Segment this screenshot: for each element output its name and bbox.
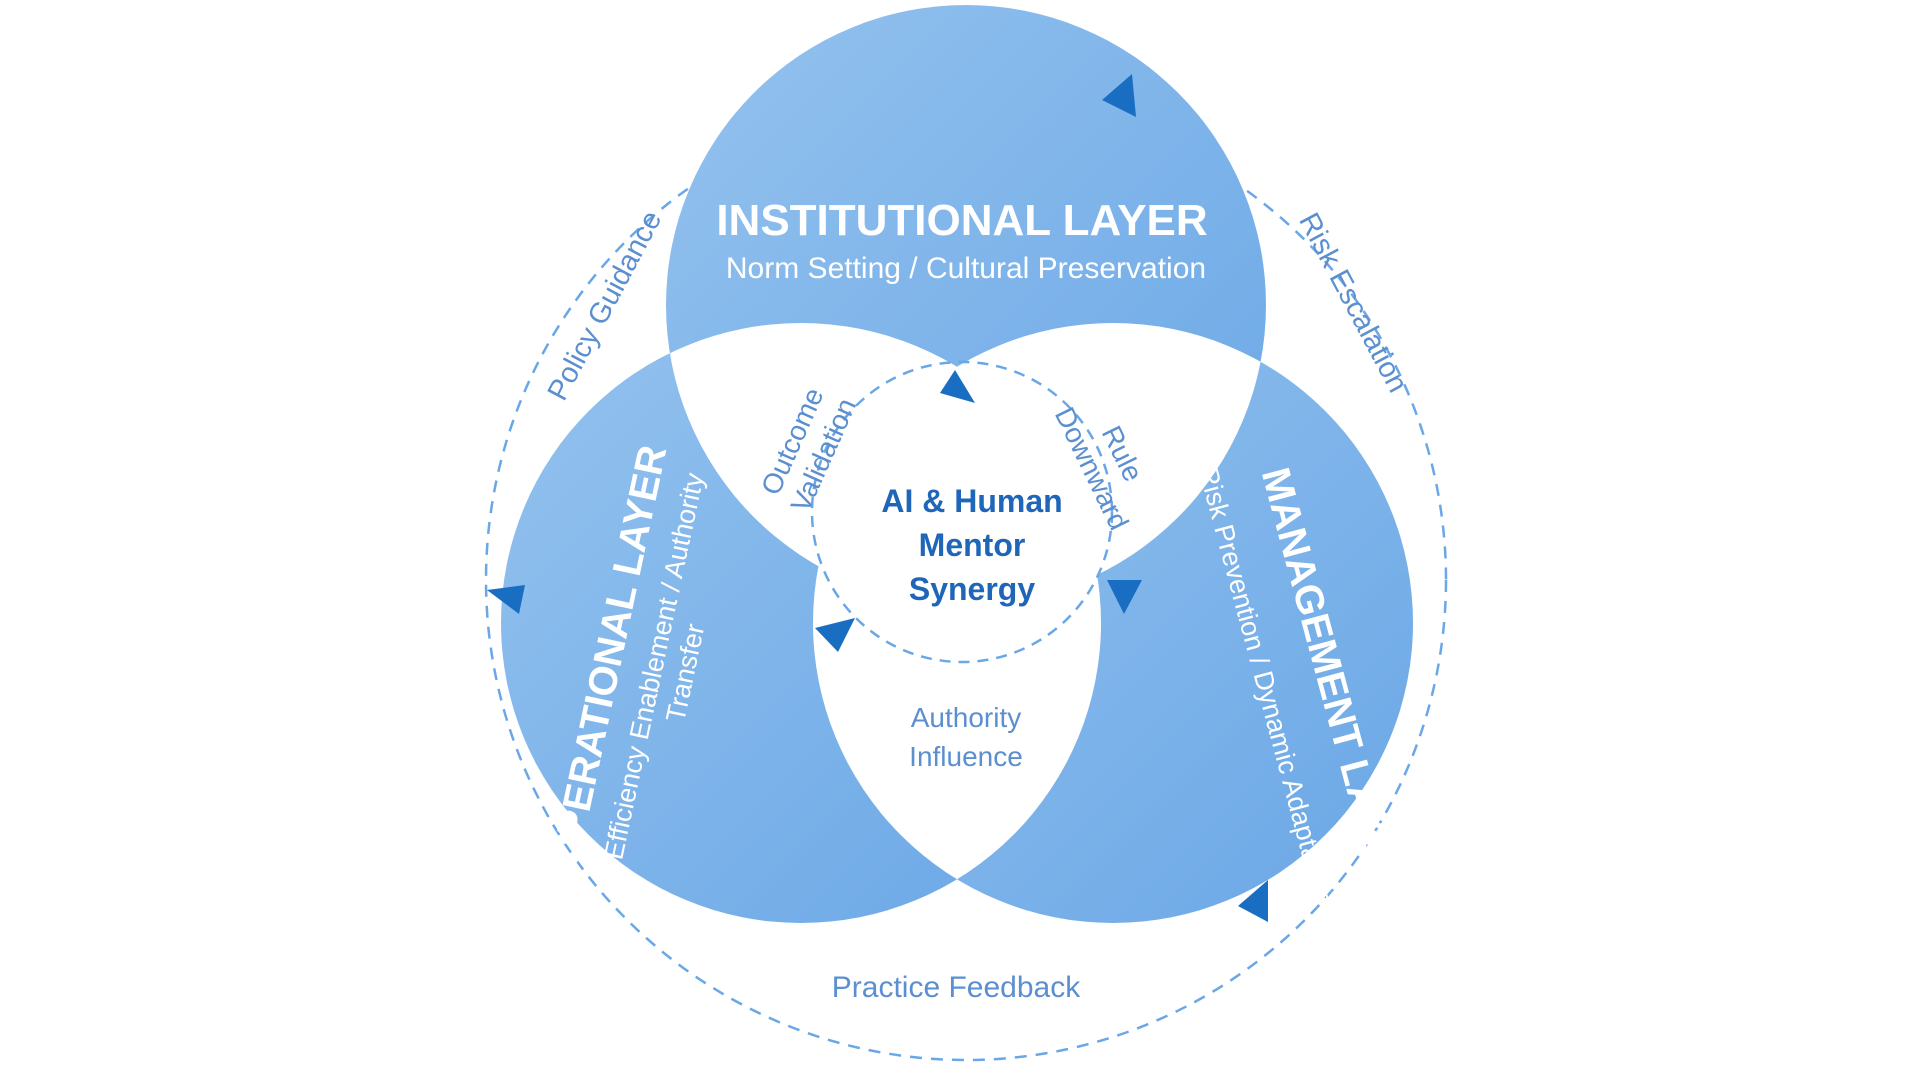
inner-arrow-left	[815, 618, 855, 652]
center-line3: Synergy	[909, 571, 1035, 607]
outer-dashed-loop	[484, 98, 1448, 1062]
overlap-operational-management	[813, 323, 1101, 923]
institutional-subtitle: Norm Setting / Cultural Preservation	[726, 252, 1206, 285]
inner-dashed-loop	[810, 360, 1114, 664]
outer-arrow-left	[487, 585, 525, 614]
outer-label-right: Risk Escalation	[1292, 208, 1413, 398]
overlap-om-line1: Authority	[911, 702, 1022, 733]
overlap-om-line2: Influence	[909, 741, 1023, 772]
center-line1: AI & Human	[881, 483, 1062, 519]
inner-arrow-top	[940, 370, 975, 403]
outer-arrow-top-right	[1102, 74, 1136, 117]
inner-arrow-right	[1107, 580, 1142, 614]
outer-arrow-bottom-right	[1238, 880, 1268, 922]
institutional-title: INSTITUTIONAL LAYER	[716, 196, 1207, 245]
outer-label-bottom: Practice Feedback	[832, 971, 1081, 1004]
center-line2: Mentor	[919, 527, 1026, 563]
